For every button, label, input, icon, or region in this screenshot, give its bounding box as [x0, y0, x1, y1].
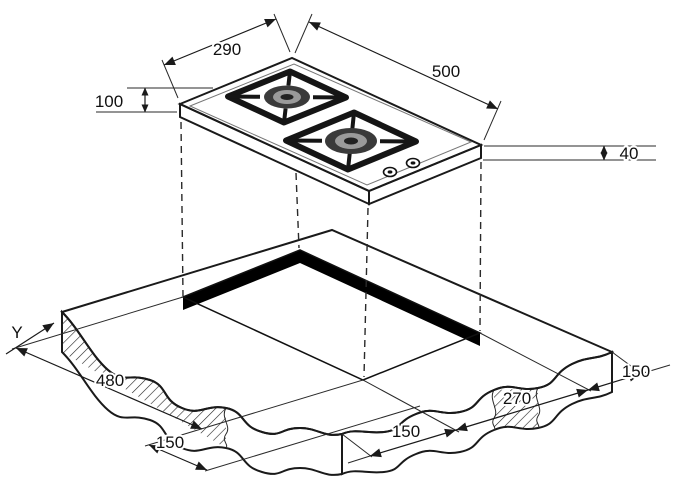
hob	[177, 56, 484, 206]
dim-150-front-label: 150	[392, 422, 420, 441]
projection-line-right	[479, 161, 482, 332]
dim-150-right-line	[587, 372, 641, 392]
dim-500-line	[308, 21, 499, 110]
knob-left-dot	[387, 170, 393, 174]
rear-grate-fingers	[227, 71, 347, 123]
front-grate-fingers	[285, 112, 417, 170]
rear-burner	[264, 85, 310, 109]
dim-480-label: 480	[96, 371, 124, 390]
projection-line-back	[295, 172, 300, 249]
front-burner-grate	[283, 109, 419, 173]
hob-top-face	[177, 56, 484, 193]
cutout-inner-wall	[183, 250, 480, 346]
worktop-left-face-hatch	[62, 312, 226, 448]
front-burner-cap	[344, 137, 358, 145]
dim-290-label: 290	[213, 40, 241, 59]
control-knob-right	[405, 157, 421, 169]
dim-40-label: 40	[620, 144, 639, 163]
extension-lines-top	[96, 13, 656, 161]
rear-burner-cap	[280, 94, 294, 100]
dim-150-right-label: 150	[622, 362, 650, 381]
dim-100-label: 100	[95, 92, 123, 111]
dim-Y-label: Y	[11, 323, 22, 342]
worktop	[60, 228, 615, 476]
projection-lines	[180, 121, 482, 378]
dim-480-line	[15, 347, 203, 430]
dim-500-label: 500	[432, 62, 460, 81]
cutout-hole	[183, 250, 480, 380]
dim-290-line	[163, 18, 277, 66]
dim-150-left-line	[148, 444, 208, 471]
projection-line-front	[363, 207, 369, 378]
control-knob-left	[382, 166, 398, 178]
dim-270-line	[455, 388, 589, 432]
extension-lines-bottom	[11, 296, 671, 472]
projection-line-left	[180, 121, 184, 297]
knob-right-dot	[410, 161, 416, 165]
dim-Y-line	[5, 322, 55, 355]
dimensions: 290 500 100 40 Y 480 150 150 270 150	[5, 13, 671, 472]
dim-150-left-label: 150	[156, 433, 184, 452]
front-burner	[325, 128, 377, 154]
hob-inner-rim	[188, 63, 473, 186]
dim-270-label: 270	[503, 389, 531, 408]
dim-150-front-line	[369, 428, 457, 458]
